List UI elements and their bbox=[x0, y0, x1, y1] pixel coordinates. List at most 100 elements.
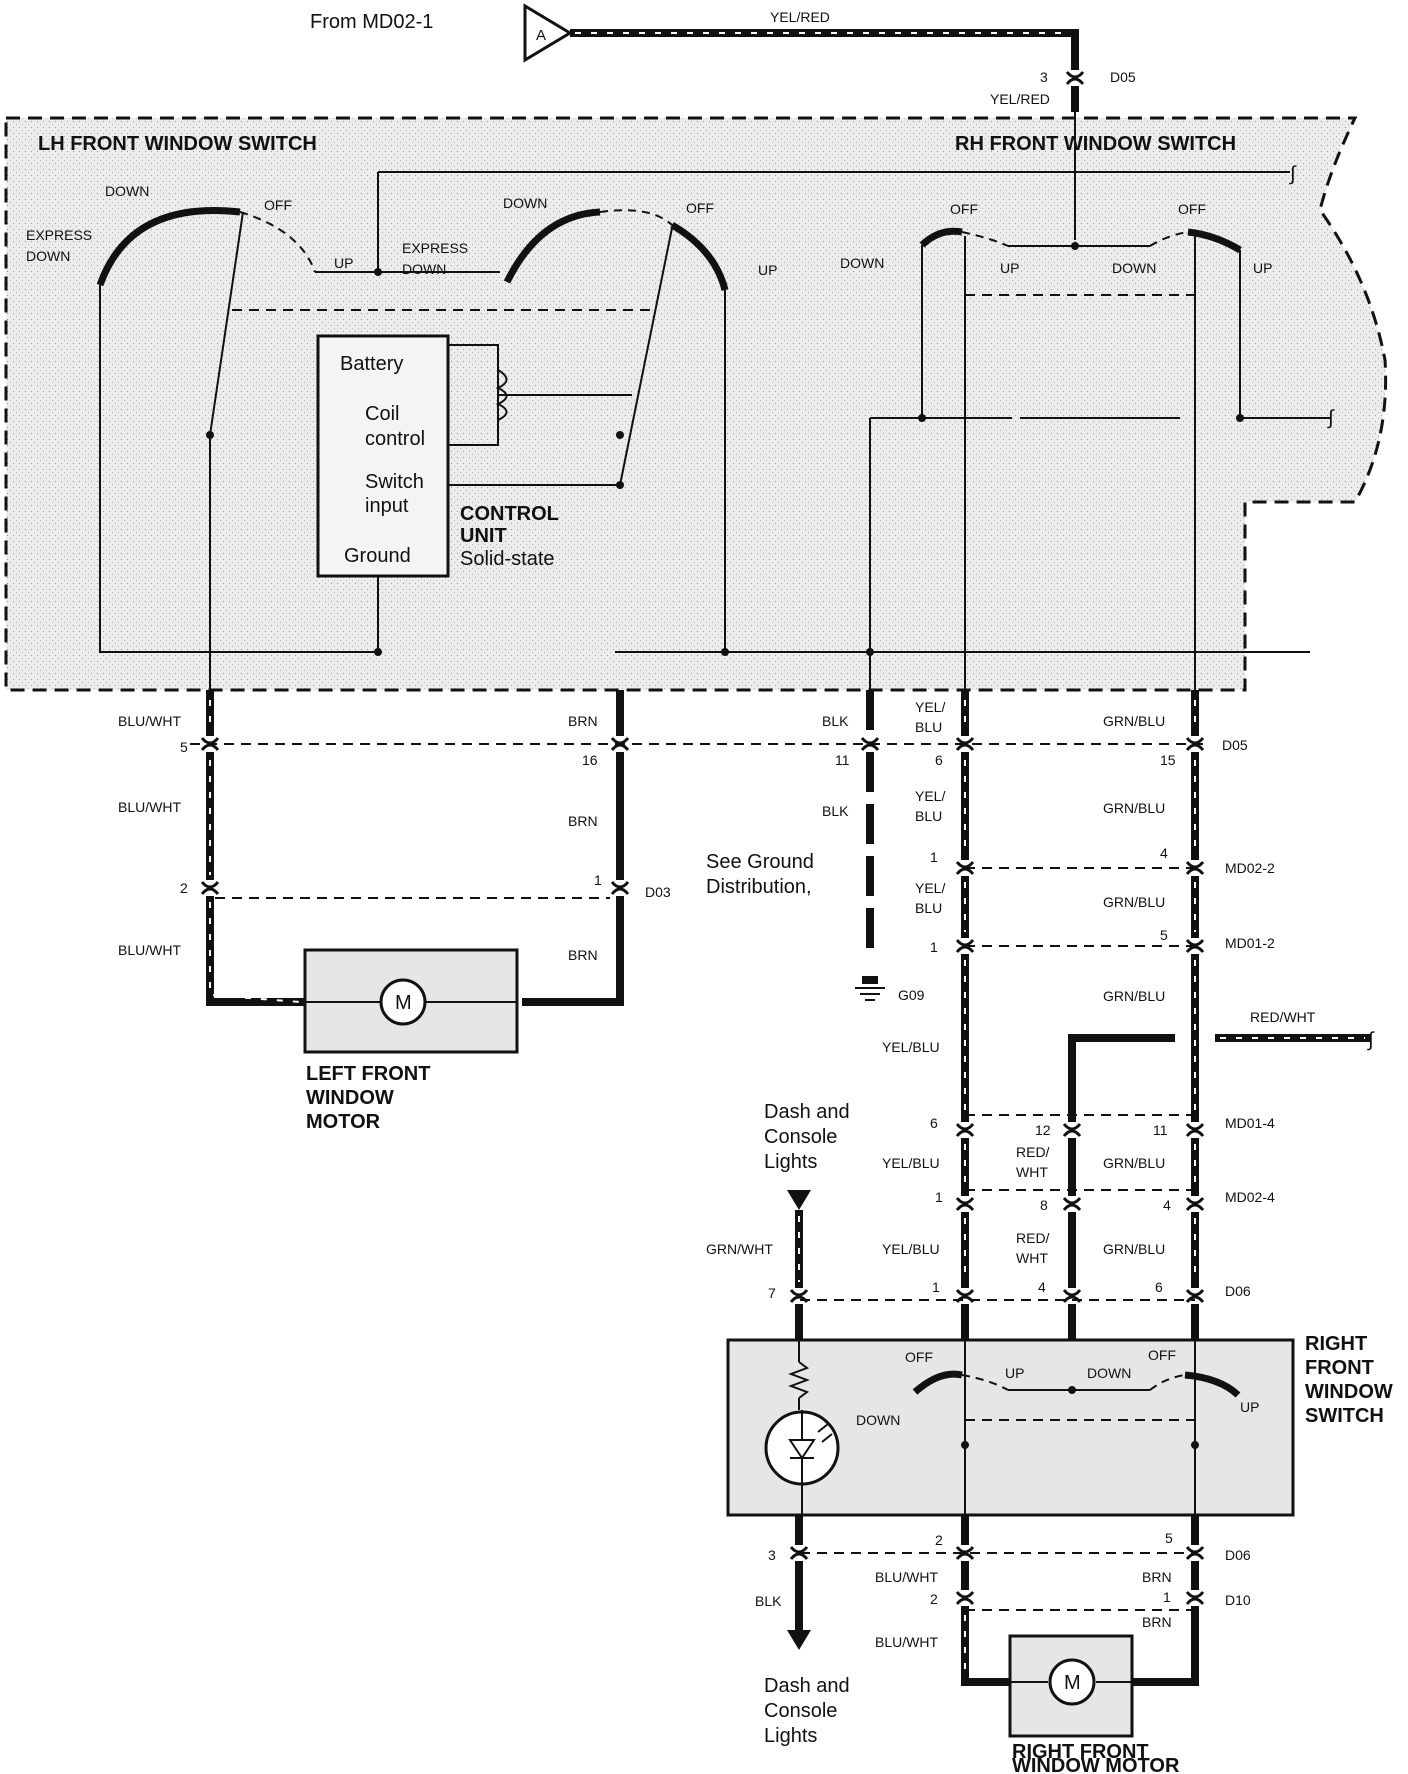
lh-left-up: UP bbox=[334, 255, 353, 271]
rh-up-2: UP bbox=[1253, 260, 1272, 276]
md02-4-pin-grn: 4 bbox=[1163, 1197, 1171, 1213]
wire-red-wht-a2: WHT bbox=[1016, 1164, 1048, 1180]
break-mark-3: ∫ bbox=[1367, 1029, 1375, 1051]
lights-bottom-1: Dash and bbox=[764, 1675, 850, 1697]
d06-pin-grn-wht: 7 bbox=[768, 1285, 776, 1301]
lights-top-2: Console bbox=[764, 1126, 837, 1148]
ground-icon bbox=[862, 976, 878, 984]
lh-right-down: DOWN bbox=[503, 195, 547, 211]
rs-down-2: DOWN bbox=[856, 1412, 900, 1428]
resistor-icon bbox=[788, 1361, 810, 1399]
wire-yel-red-top: YEL/RED bbox=[770, 9, 830, 25]
lights-bottom-3: Lights bbox=[764, 1725, 817, 1747]
rh-off-1: OFF bbox=[950, 201, 978, 217]
bottom-pin-2b: 2 bbox=[930, 1591, 938, 1607]
arrow-down-icon bbox=[787, 1190, 811, 1210]
arrow-down-icon-2 bbox=[787, 1630, 811, 1650]
break-mark-2: ∫ bbox=[1327, 407, 1335, 429]
lh-right-off: OFF bbox=[686, 200, 714, 216]
rh-down-1: DOWN bbox=[840, 255, 884, 271]
bottom-blu-wht-1: BLU/WHT bbox=[875, 1569, 938, 1585]
lh-left-down: DOWN bbox=[105, 183, 149, 199]
wire-brn-1: BRN bbox=[568, 713, 598, 729]
wire-brn-2: BRN bbox=[568, 813, 598, 829]
cu-name-1: CONTROL bbox=[460, 503, 559, 525]
motor-icon-2 bbox=[1048, 1658, 1096, 1706]
d05-top-label: D05 bbox=[1110, 69, 1136, 85]
lh-right-arc bbox=[503, 208, 601, 284]
cu-name-2: UNIT bbox=[460, 525, 507, 547]
see-ground-1: See Ground bbox=[706, 851, 814, 873]
lh-right-express-down: DOWN bbox=[402, 261, 446, 277]
wire-yel-blu-1b: BLU bbox=[915, 719, 942, 735]
break-mark: ∫ bbox=[1289, 163, 1297, 185]
lh-left-off: OFF bbox=[264, 197, 292, 213]
wire-red-wht-b1: RED/ bbox=[1016, 1230, 1050, 1246]
rs-up-2: UP bbox=[1240, 1399, 1259, 1415]
pin-16: 16 bbox=[582, 752, 598, 768]
wire-brn-3: BRN bbox=[568, 947, 598, 963]
bottom-brn-2: BRN bbox=[1142, 1614, 1172, 1630]
pin-1a: 1 bbox=[930, 849, 938, 865]
wire-yel-red-2: YEL/RED bbox=[990, 91, 1050, 107]
wire-red-wht-a1: RED/ bbox=[1016, 1144, 1050, 1160]
rh-off-2: OFF bbox=[1178, 201, 1206, 217]
lh-left-arc bbox=[96, 207, 241, 287]
connector-d06: D06 bbox=[1225, 1283, 1251, 1299]
lh-switch-title: LH FRONT WINDOW SWITCH bbox=[38, 133, 317, 155]
rs-down-1: DOWN bbox=[1087, 1365, 1131, 1381]
connector-a-icon bbox=[523, 3, 573, 63]
md02-4-pin-red: 8 bbox=[1040, 1197, 1048, 1213]
wire-blu-wht-2: BLU/WHT bbox=[118, 799, 181, 815]
right-motor-name-2: WINDOW MOTOR bbox=[1012, 1755, 1180, 1774]
wire-yel-blu-3a: YEL/ bbox=[915, 880, 945, 896]
pin-5b: 5 bbox=[1160, 927, 1168, 943]
rs-name-1: RIGHT bbox=[1305, 1333, 1367, 1355]
wire-yel-blu-4: YEL/BLU bbox=[882, 1039, 940, 1055]
connector-a-label: A bbox=[536, 27, 546, 44]
rs-off-2: OFF bbox=[1148, 1347, 1176, 1363]
bottom-pin-2: 2 bbox=[935, 1532, 943, 1548]
rs-off-1: OFF bbox=[905, 1349, 933, 1365]
cu-type: Solid-state bbox=[460, 548, 555, 570]
rs-name-3: WINDOW bbox=[1305, 1381, 1393, 1403]
connector-d05-top bbox=[1065, 70, 1085, 86]
lh-left-express-down: DOWN bbox=[26, 248, 70, 264]
wire-grn-blu-2: GRN/BLU bbox=[1103, 800, 1165, 816]
left-motor-name-1: LEFT FRONT bbox=[306, 1063, 430, 1085]
wire-blk-2: BLK bbox=[822, 803, 849, 819]
connector-md02-4: MD02-4 bbox=[1225, 1189, 1275, 1205]
lh-right-express: EXPRESS bbox=[402, 240, 468, 256]
wire-blk-1: BLK bbox=[822, 713, 849, 729]
wire-grn-blu-1: GRN/BLU bbox=[1103, 713, 1165, 729]
pin-15: 15 bbox=[1160, 752, 1176, 768]
pin-5: 5 bbox=[180, 739, 188, 755]
ground-g09: G09 bbox=[898, 987, 925, 1003]
wire-red-wht: RED/WHT bbox=[1250, 1009, 1316, 1025]
rh-right-arc bbox=[1187, 228, 1242, 254]
left-motor-name-2: WINDOW bbox=[306, 1087, 394, 1109]
wire-feed bbox=[570, 29, 1079, 70]
pin-4: 4 bbox=[1160, 845, 1168, 861]
wire-red-wht-b2: WHT bbox=[1016, 1250, 1048, 1266]
motor-icon bbox=[379, 978, 427, 1026]
wire-grn-wht: GRN/WHT bbox=[706, 1241, 773, 1257]
connector-md02-2: MD02-2 bbox=[1225, 860, 1275, 876]
pin-11: 11 bbox=[835, 752, 850, 768]
pin-6: 6 bbox=[935, 752, 943, 768]
wire-yel-blu-3b: BLU bbox=[915, 900, 942, 916]
bottom-pin-1: 1 bbox=[1163, 1589, 1171, 1605]
pin-1b: 1 bbox=[930, 939, 938, 955]
wire-blu-wht-1: BLU/WHT bbox=[118, 713, 181, 729]
control-unit-box bbox=[316, 334, 450, 578]
connector-d03: D03 bbox=[645, 884, 671, 900]
cu-switch: Switch bbox=[365, 471, 424, 493]
pin-2: 2 bbox=[180, 880, 188, 896]
wire-yel-blu-b: YEL/BLU bbox=[882, 1241, 940, 1257]
d06-pin-red: 4 bbox=[1038, 1279, 1046, 1295]
wire-blu-wht-3: BLU/WHT bbox=[118, 942, 181, 958]
see-ground-2: Distribution, bbox=[706, 876, 812, 898]
rs-name-4: SWITCH bbox=[1305, 1405, 1384, 1427]
connector-d05: D05 bbox=[1222, 737, 1248, 753]
wire-grn-blu-b: GRN/BLU bbox=[1103, 1241, 1165, 1257]
